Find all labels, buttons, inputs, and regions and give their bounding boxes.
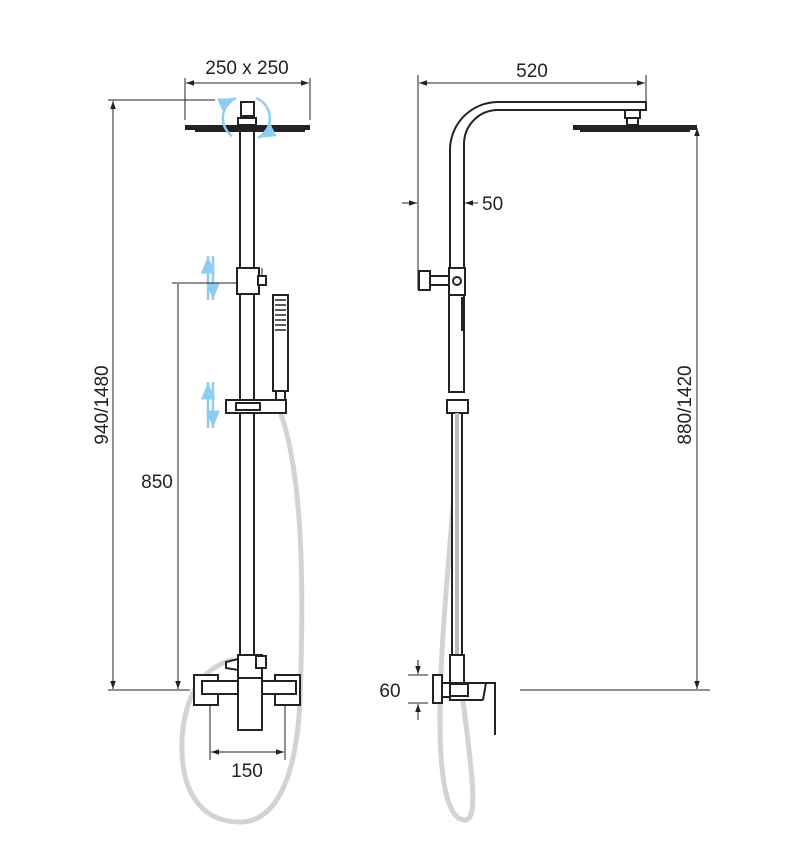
dim-arm-length: 520 [417,61,647,290]
head-swivel [240,101,255,117]
hand-shower-holder [446,399,469,414]
hand-shower-nozzles [275,299,286,331]
diverter-knob [255,655,267,669]
dim-height-total: 940/1480 [92,99,215,691]
front-view: 250 x 250 940/1480 850 150 [92,58,311,825]
mixer-depth-label: 60 [379,681,400,702]
nozzles [195,130,305,132]
slider-knob [257,275,267,286]
slider-height-label: 850 [141,472,173,493]
head-connector [237,117,257,126]
dim-slider-height: 850 [141,282,236,689]
riser-pipe [239,129,255,656]
shower-head [185,125,310,130]
side-view: 520 50 880/1420 60 [379,61,710,823]
dim-head-height: 880/1420 [520,128,710,691]
mixer-spacing-label: 150 [231,761,263,782]
slide-arrows-icon [201,256,220,428]
hose [179,411,305,825]
slider-clamp [236,267,260,295]
diverter-lever [225,657,239,672]
height-total-label: 940/1480 [92,365,113,444]
dim-wall-offset: 50 [402,194,503,215]
dim-mixer-spacing: 150 [209,705,286,782]
dim-mixer-depth: 60 [379,660,428,720]
rotate-arrows-icon [217,96,277,140]
head-size-label: 250 x 250 [205,58,288,79]
head-height-label: 880/1420 [675,365,696,444]
wall-flange [432,674,443,704]
arm-length-label: 520 [516,61,548,82]
slider-knob [429,275,450,286]
shower-head [573,125,697,130]
hose [437,411,476,823]
wall-offset-label: 50 [482,194,503,215]
hand-shower [448,294,465,393]
head-connector [624,109,641,119]
mixer-lever [482,682,496,735]
shower-arm [449,101,647,268]
dim-head-size: 250 x 250 [184,58,311,120]
